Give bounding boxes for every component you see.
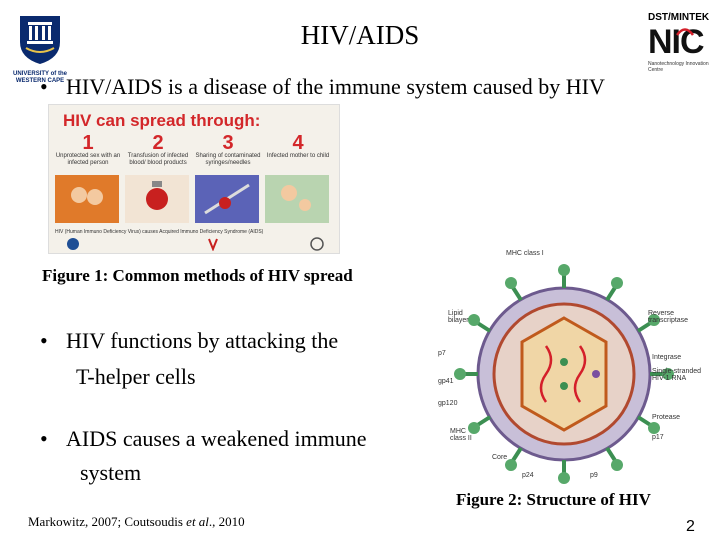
bullet-hiv-function-continued: T-helper cells — [76, 364, 196, 389]
nic-logo-subtitle: Nanotechnology Innovation Centre — [648, 61, 709, 73]
reference-prefix: Markowitz, 2007; Coutsoudis — [28, 514, 187, 529]
label-mhc-class-1: MHC class I — [506, 250, 544, 257]
poster-panel-number: 4 — [292, 132, 304, 154]
hiv-structure-diagram: MHC class I Lipid bilayer Reverse transc… — [434, 250, 704, 484]
poster-panel-number: 1 — [82, 132, 94, 154]
label-protease: Protease — [652, 414, 681, 421]
label-p7: p7 — [438, 350, 446, 357]
poster-panel-text: Unprotected sex with an infected person — [55, 153, 121, 166]
poster-panel-2: 2 Transfusion of infected blood/ blood p… — [125, 133, 191, 167]
label-reverse-transcriptase: Reverse transcriptase — [648, 310, 689, 324]
poster-panel-1: 1 Unprotected sex with an infected perso… — [55, 133, 121, 167]
poster-panel-4: 4 Infected mother to child — [265, 133, 331, 160]
figure-2-caption: Figure 2: Structure of HIV — [456, 490, 651, 509]
bullet-symbol: • — [40, 328, 48, 353]
poster-panel-text: Sharing of contaminated syringes/needles — [195, 153, 261, 166]
reference-suffix: ., 2010 — [208, 514, 245, 529]
figure-1-caption: Figure 1: Common methods of HIV spread — [42, 266, 353, 285]
label-core: Core — [492, 454, 508, 461]
label-mhc-class-2: MHC class II — [450, 428, 472, 442]
reference-citation: Markowitz, 2007; Coutsoudis et al., 2010 — [28, 514, 245, 530]
university-crest-icon — [20, 16, 60, 64]
university-name-line2: WESTERN CAPE — [15, 78, 65, 84]
university-name-line1: UNIVERSITY of the — [13, 71, 67, 77]
label-gp41: gp41 — [438, 378, 454, 385]
page-number: 2 — [686, 518, 695, 535]
bullet-hiv-function: • HIV functions by attacking the — [40, 326, 420, 356]
nic-logo-top-text: DST/MINTEK — [648, 12, 710, 23]
label-lipid-bilayer: Lipid bilayer — [448, 310, 469, 324]
label-p17: p17 — [652, 434, 664, 441]
slide-title: HIV/AIDS — [300, 20, 420, 50]
poster-illustrations — [55, 175, 329, 223]
poster-panel-3: 3 Sharing of contaminated syringes/needl… — [195, 133, 261, 167]
bullet-text: HIV functions by attacking the — [66, 328, 339, 353]
bullet-text: AIDS causes a weakened immune — [66, 426, 367, 451]
bullet-aids-weakened: • AIDS causes a weakened immune — [40, 424, 440, 454]
label-gp120: gp120 — [438, 400, 458, 407]
label-single-stranded-rna: Single-stranded HIV-1 RNA — [652, 368, 702, 382]
poster-footer: HIV (Human Immuno Deficiency Virus) caus… — [55, 229, 264, 235]
poster-panel-number: 3 — [222, 132, 234, 154]
nic-logo-mark: NIC — [648, 23, 705, 61]
poster-panel-text: Transfusion of infected blood/ blood pro… — [127, 153, 189, 166]
poster-panel-text: Infected mother to child — [266, 153, 330, 159]
poster-sponsor-logos — [67, 237, 324, 251]
label-p24: p24 — [522, 472, 534, 479]
label-integrase: Integrase — [652, 354, 682, 361]
bullet-text: HIV/AIDS is a disease of the immune syst… — [66, 74, 605, 99]
hiv-virion-illustration — [454, 264, 674, 484]
university-logo: UNIVERSITY of the WESTERN CAPE — [8, 12, 72, 84]
poster-panel-number: 2 — [152, 132, 164, 154]
bullet-hiv-disease: • HIV/AIDS is a disease of the immune sys… — [40, 72, 680, 102]
bullet-symbol: • — [40, 74, 48, 99]
bullet-aids-weakened-continued: system — [80, 460, 142, 485]
nic-logo: DST/MINTEK NIC Nanotechnology Innovation… — [648, 12, 714, 82]
hiv-spread-poster: HIV can spread through: 1 Unprotected se… — [48, 104, 340, 254]
bullet-symbol: • — [40, 426, 48, 451]
reference-etal: et al — [186, 514, 209, 529]
label-p9: p9 — [590, 472, 598, 479]
nic-red-accent-icon — [676, 28, 694, 36]
poster-headline: HIV can spread through: — [63, 111, 261, 130]
